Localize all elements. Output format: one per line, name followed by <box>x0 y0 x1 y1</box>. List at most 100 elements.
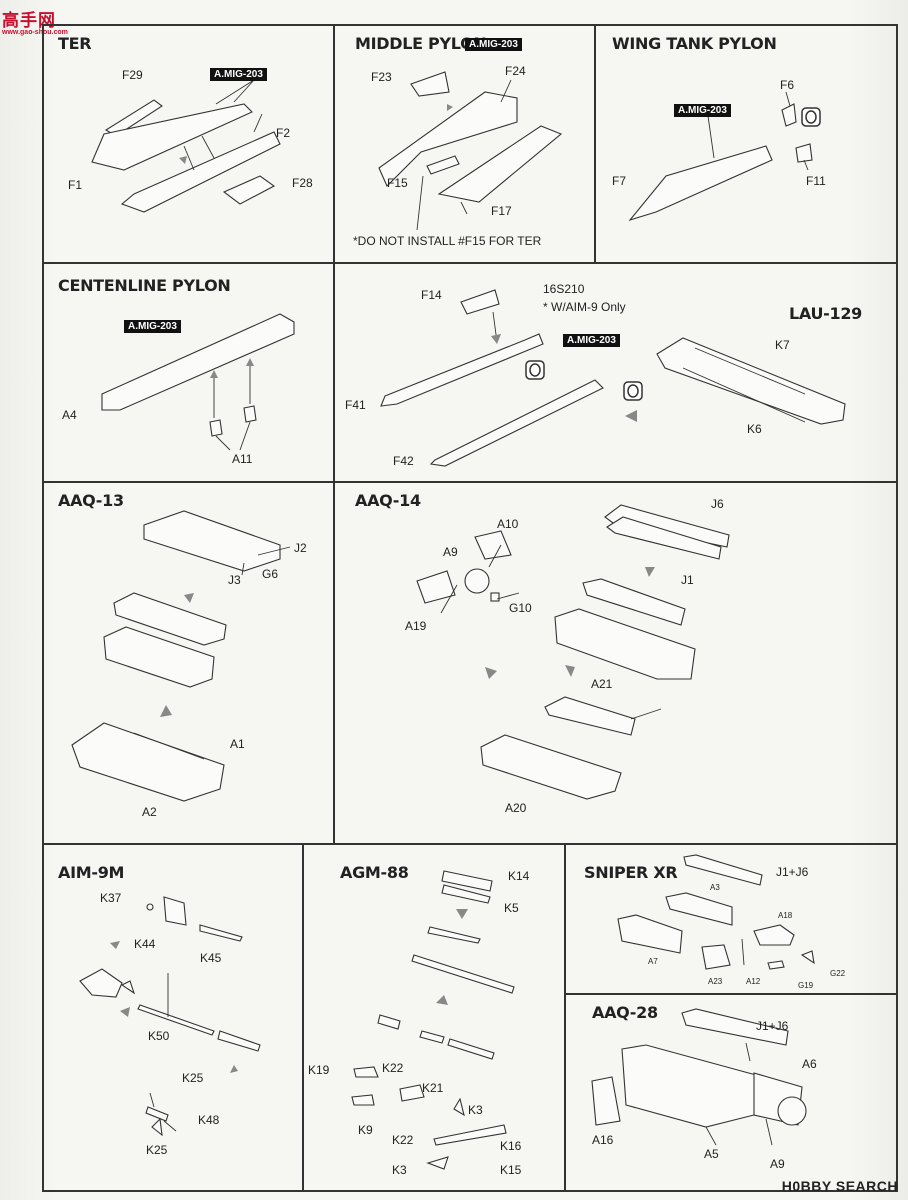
part-label: A6 <box>802 1057 817 1071</box>
centerline-pylon-drawing <box>101 313 295 451</box>
part-label: K19 <box>308 1063 330 1077</box>
part-label: A18 <box>778 911 793 920</box>
part-label: A10 <box>497 517 519 531</box>
panel-title: AAQ-14 <box>355 491 421 510</box>
part-label: A19 <box>405 619 427 633</box>
middle-pylon-drawing <box>378 71 563 231</box>
part-label: F41 <box>345 398 366 412</box>
panel-title: AIM-9M <box>58 863 125 882</box>
assembly-note: *DO NOT INSTALL #F15 FOR TER <box>353 234 542 248</box>
panel-aim-9m: AIM-9M K37 K44 K45 K50 K25 K48 K25 <box>44 845 302 1190</box>
part-label: A2 <box>142 805 157 819</box>
wing-tank-pylon-drawing <box>628 91 821 222</box>
part-label: K25 <box>182 1071 204 1085</box>
part-label: F6 <box>780 78 795 92</box>
part-label: F24 <box>505 64 526 78</box>
aaq-28-drawing <box>591 1008 807 1146</box>
part-label: A23 <box>708 977 723 986</box>
part-label: G10 <box>509 601 532 615</box>
part-label: J1+J6 <box>776 865 809 879</box>
panel-title: WING TANK PYLON <box>612 34 777 53</box>
panel-title: TER <box>58 34 92 53</box>
part-label: A9 <box>770 1157 785 1171</box>
part-label: A1 <box>230 737 245 751</box>
ter-drawing <box>91 79 281 213</box>
instruction-frame <box>42 24 898 1192</box>
part-label: K3 <box>468 1103 483 1117</box>
divider <box>333 482 335 844</box>
part-label: A12 <box>746 977 761 986</box>
part-label: J6 <box>711 497 724 511</box>
panel-title: AAQ-13 <box>58 491 124 510</box>
aim-9m-drawing <box>79 896 261 1137</box>
divider <box>42 843 898 845</box>
divider <box>42 481 898 483</box>
panel-title: CENTENLINE PYLON <box>58 276 231 295</box>
sniper-xr-drawing <box>617 854 815 970</box>
part-label: A21 <box>591 677 613 691</box>
part-label: J3 <box>228 573 241 587</box>
part-label: J1 <box>681 573 694 587</box>
part-label: G19 <box>798 981 814 990</box>
part-label: A7 <box>648 957 658 966</box>
part-label: K37 <box>100 891 122 905</box>
panel-title: AAQ-28 <box>592 1003 658 1022</box>
part-label: A11 <box>232 452 253 466</box>
panel-title: MIDDLE PYLON <box>355 34 487 53</box>
note-aim9-only: * W/AIM-9 Only <box>543 300 626 314</box>
part-label: J2 <box>294 541 307 555</box>
part-tag: A.MIG-203 <box>124 320 181 333</box>
part-label: G6 <box>262 567 279 581</box>
part-label: K22 <box>382 1061 404 1075</box>
site-watermark-bottom: H0BBY SEARCH <box>781 1178 898 1194</box>
part-label: K45 <box>200 951 222 965</box>
part-label: K44 <box>134 937 156 951</box>
part-label: F1 <box>68 178 83 192</box>
divider <box>564 993 898 995</box>
panel-title: AGM-88 <box>340 863 409 882</box>
part-label: F2 <box>276 126 291 140</box>
divider <box>302 844 304 1192</box>
part-label: K21 <box>422 1081 444 1095</box>
part-label: F28 <box>292 176 313 190</box>
part-label: A16 <box>592 1133 614 1147</box>
part-label: K7 <box>775 338 790 352</box>
part-label: K15 <box>500 1163 522 1177</box>
part-tag: A.MIG-203 <box>210 68 267 81</box>
agm-88-drawing <box>351 870 515 1170</box>
part-label: A3 <box>710 883 720 892</box>
part-label: K9 <box>358 1123 373 1137</box>
panel-wing-tank-pylon: WING TANK PYLON A.MIG-203 F6 F7 F11 <box>596 26 896 262</box>
part-label: F17 <box>491 204 512 218</box>
part-label: F42 <box>393 454 414 468</box>
part-tag: A.MIG-203 <box>465 38 522 51</box>
part-label: F29 <box>122 68 143 82</box>
panel-lau-129: LAU-129 A.MIG-203 F14 F41 F42 K7 K6 16S2… <box>335 264 896 481</box>
part-label: A5 <box>704 1147 719 1161</box>
panel-aaq-13: AAQ-13 J2 J3 G6 A1 A2 <box>44 483 333 843</box>
divider <box>333 24 335 482</box>
part-label: K14 <box>508 869 530 883</box>
divider <box>594 24 596 263</box>
lau-129-drawing <box>380 289 846 467</box>
note-16s210: 16S210 <box>543 282 585 296</box>
panel-centerline-pylon: CENTENLINE PYLON A.MIG-203 A4 A11 <box>44 264 333 481</box>
panel-aaq-28: AAQ-28 J1+J6 A6 A16 A5 A9 <box>566 995 896 1190</box>
panel-ter: TER A.MIG-203 F29 F2 F1 F28 <box>44 26 333 262</box>
part-label: A20 <box>505 801 527 815</box>
panel-sniper-xr: SNIPER XR J1+J6 A3 A18 A7 A23 A12 G19 G2… <box>566 845 896 993</box>
part-tag: A.MIG-203 <box>674 104 731 117</box>
divider <box>42 262 898 264</box>
panel-title: SNIPER XR <box>584 863 678 882</box>
part-label: K25 <box>146 1143 168 1157</box>
part-label: F11 <box>806 174 826 188</box>
panel-title: LAU-129 <box>789 304 863 323</box>
part-label: K6 <box>747 422 762 436</box>
divider <box>564 844 566 1192</box>
part-label: K5 <box>504 901 519 915</box>
panel-aaq-14: AAQ-14 A10 A9 A19 G10 J6 J1 A21 A20 <box>335 483 896 843</box>
panel-agm-88: AGM-88 K14 K5 K19 K22 K21 K9 K22 K3 K16 … <box>304 845 564 1190</box>
aaq-14-drawing <box>416 504 730 800</box>
part-label: K16 <box>500 1139 522 1153</box>
